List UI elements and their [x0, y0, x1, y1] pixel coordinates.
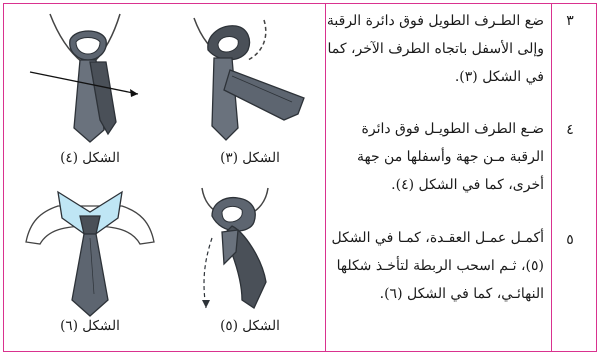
tie-blade: [71, 233, 109, 317]
tie-figure-6: [25, 190, 155, 317]
tie-narrow-end: [89, 61, 117, 136]
caption-figure-4: الشكل (٤): [60, 150, 120, 166]
step-number-3: ٣: [566, 13, 574, 29]
tie-narrow-end: [211, 57, 239, 141]
column-divider-figures: [325, 4, 326, 351]
dashed-guide: [247, 19, 267, 61]
tie-knot: [79, 215, 101, 235]
step-number-4: ٤: [566, 122, 574, 138]
step-text-5: أكمـل عمـل العقـدة، كمـا في الشكل (٥)، ث…: [331, 230, 544, 302]
tie-narrow-end: [221, 229, 239, 266]
caption-figure-3: الشكل (٣): [220, 150, 280, 166]
step-number-5: ٥: [566, 232, 574, 248]
tie-figure-3: [193, 17, 305, 141]
shirt-collar: [57, 190, 123, 239]
tie-figure-4: [29, 13, 139, 143]
dashed-guide: [203, 237, 213, 309]
step-text-4: ضـع الطرف الطويـل فوق دائرة الرقبة مـن ج…: [356, 121, 544, 193]
tie-wide-end: [223, 69, 305, 121]
direction-arrow: [29, 71, 139, 95]
tie-figure-5: [201, 187, 269, 309]
caption-figure-6: الشكل (٦): [60, 318, 120, 334]
instruction-table: [3, 3, 597, 352]
column-divider-numbers: [551, 4, 552, 351]
step-text-3: ضع الطـرف الطويل فوق دائرة الرقبة وإلى ا…: [326, 13, 544, 85]
caption-figure-5: الشكل (٥): [220, 318, 280, 334]
